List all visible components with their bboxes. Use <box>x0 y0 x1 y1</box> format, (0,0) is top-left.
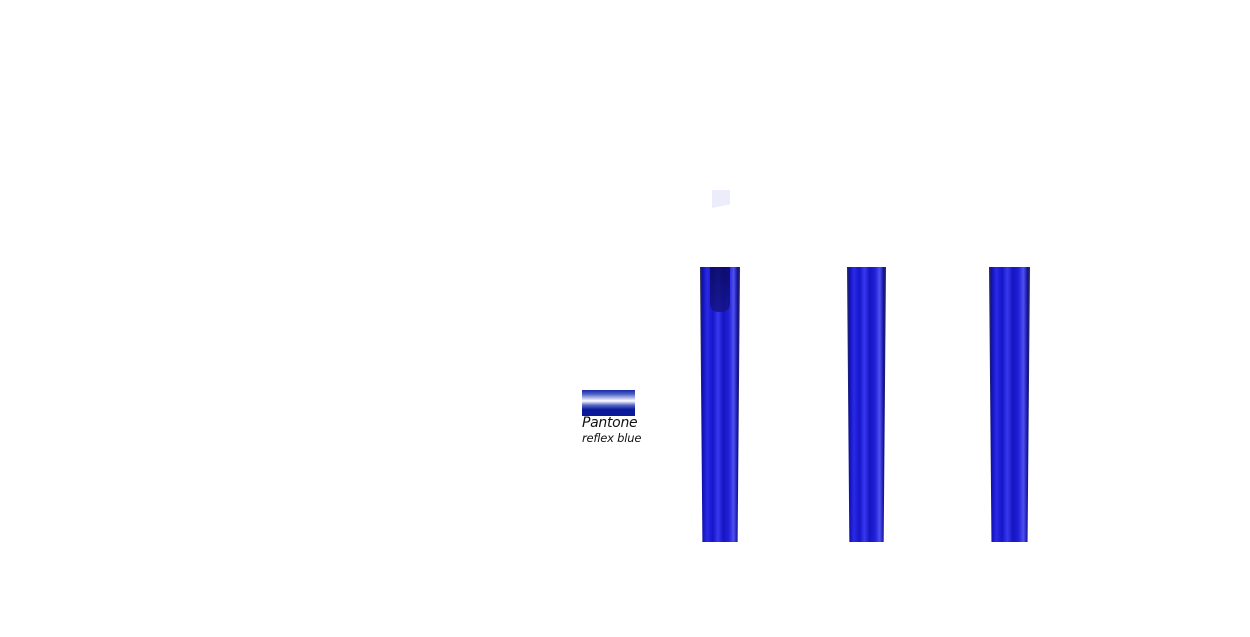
pantone-color-swatch <box>582 390 635 416</box>
blue-tube-3 <box>989 267 1030 542</box>
blue-tube-2 <box>847 267 886 542</box>
blue-tube-1 <box>700 267 740 542</box>
tube-cap <box>712 190 730 208</box>
swatch-label-color: reflex blue <box>582 431 642 445</box>
swatch-label-brand: Pantone <box>582 415 638 431</box>
